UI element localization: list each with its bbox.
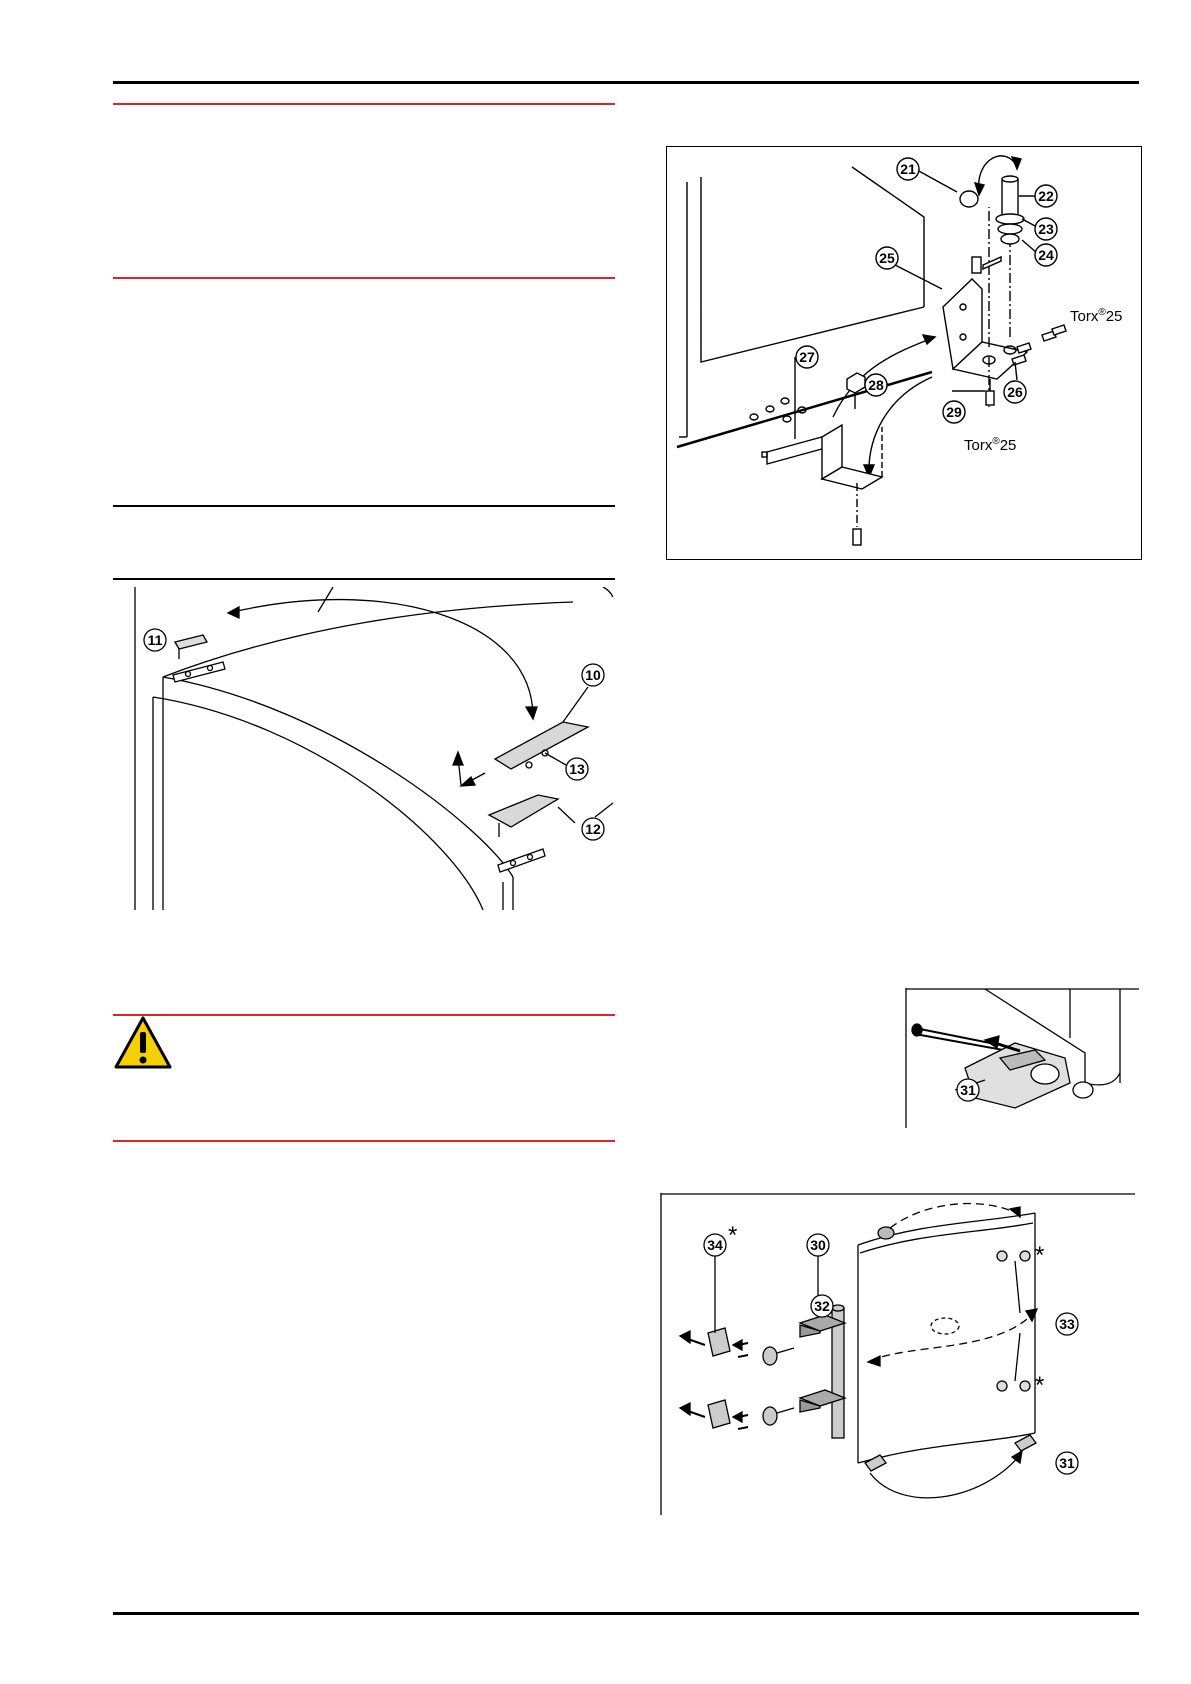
hinge-drawing: 21 22 23 24 25 26 27 28 29 — [676, 155, 1067, 546]
door-handle-drawing: 34 30 32 33 31 * * * — [660, 1193, 1135, 1515]
callout-28: 28 — [868, 377, 884, 393]
callout-32: 32 — [814, 1298, 830, 1314]
callout-30: 30 — [810, 1237, 826, 1253]
warning-rule-bottom — [113, 1140, 615, 1142]
clip-drawing: 31 — [905, 988, 1139, 1128]
callout-11: 11 — [148, 632, 163, 648]
callout-34: 34 — [707, 1237, 723, 1253]
callout-21: 21 — [900, 161, 916, 177]
torx-label-1: Torx®25 — [1070, 307, 1123, 325]
section-rule-black-2 — [113, 578, 615, 580]
section-rule-red-1 — [113, 103, 615, 105]
callout-23: 23 — [1038, 221, 1054, 237]
callout-26: 26 — [1007, 384, 1023, 400]
figure-clip-removal: 31 — [905, 988, 1139, 1128]
callout-31-door: 31 — [1059, 1455, 1075, 1471]
section-rule-black-1 — [113, 505, 615, 507]
top-cover-drawing: 11 10 13 12 — [134, 587, 614, 910]
figure-door-handle: 34 30 32 33 31 * * * — [660, 1193, 1139, 1515]
asterisk-33-bottom: * — [1035, 1372, 1044, 1399]
section-rule-red-2 — [113, 277, 615, 279]
asterisk-34: * — [728, 1222, 737, 1249]
callout-33: 33 — [1059, 1316, 1075, 1332]
footer-rule — [113, 1612, 1139, 1615]
callout-24: 24 — [1038, 247, 1054, 263]
warning-rule-top — [113, 1014, 615, 1016]
asterisk-33-top: * — [1035, 1242, 1044, 1269]
callout-10: 10 — [585, 667, 601, 683]
figure-top-cover: 11 10 13 12 — [133, 587, 615, 910]
callout-31-clip: 31 — [960, 1082, 976, 1098]
callout-27: 27 — [799, 349, 815, 365]
callout-13: 13 — [569, 761, 585, 777]
warning-triangle-icon — [113, 1015, 173, 1071]
callout-12: 12 — [585, 821, 601, 837]
callout-22: 22 — [1038, 188, 1054, 204]
callout-29: 29 — [946, 404, 962, 420]
torx-label-2: Torx®25 — [964, 436, 1017, 454]
callout-25: 25 — [879, 250, 895, 266]
figure-hinge-assembly: 21 22 23 24 25 26 27 28 29 Torx®25 Torx®… — [666, 146, 1142, 560]
header-rule — [113, 81, 1139, 84]
